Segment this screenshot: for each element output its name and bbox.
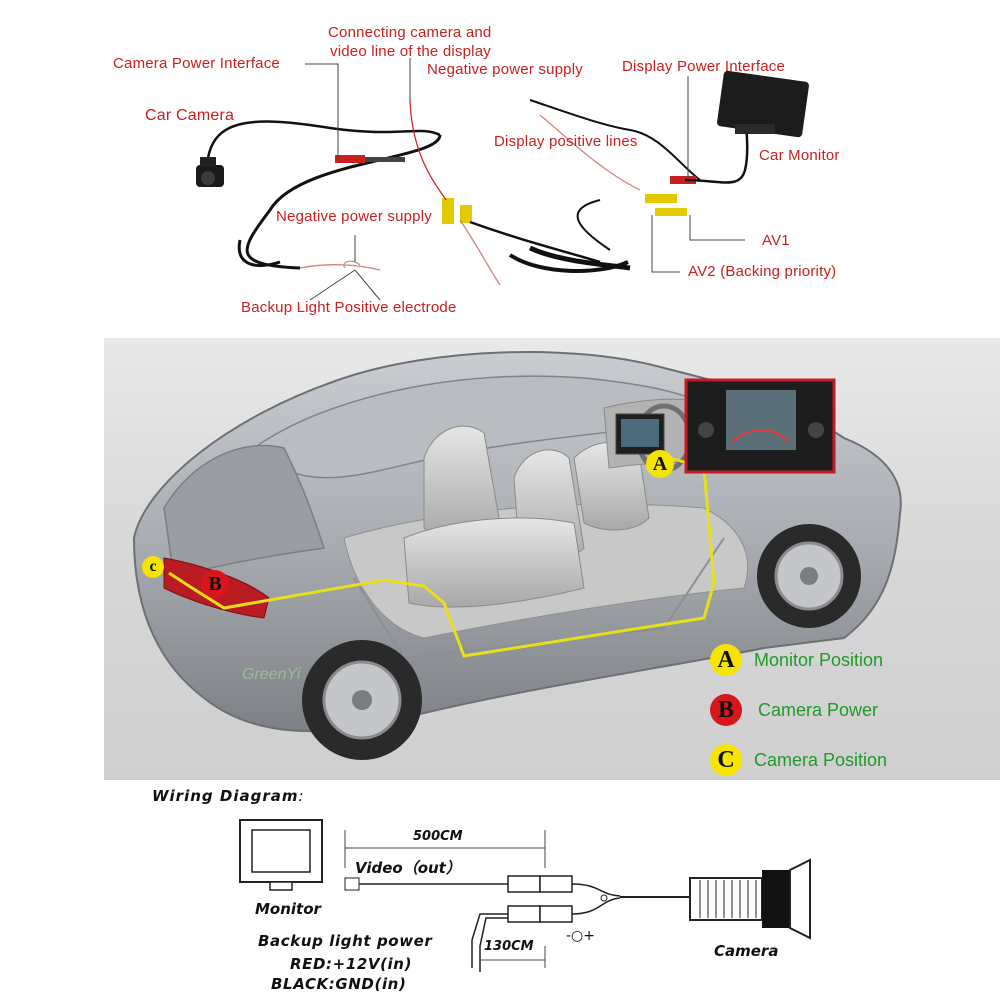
- rear-wheel-icon: [302, 640, 422, 760]
- marker-a: A: [646, 450, 674, 478]
- legend-row-a: A Monitor Position: [710, 644, 883, 676]
- legend-a-icon: A: [710, 644, 742, 676]
- label-negative-power-bottom: Negative power supply: [276, 208, 432, 225]
- marker-c: c: [142, 556, 164, 578]
- watermark-text: GreenYi: [242, 666, 301, 683]
- label-connecting-line2: video line of the display: [330, 43, 491, 60]
- cable-illustration: [196, 58, 809, 301]
- front-wheel-icon: [757, 524, 861, 628]
- wiring-diagram-title: Wiring Diagram:: [152, 787, 305, 805]
- legend-row-b: B Camera Power: [710, 694, 878, 726]
- monitor-icon: [239, 819, 323, 891]
- car-installation-panel: A B c GreenYi: [104, 338, 1000, 780]
- label-display-positive: Display positive lines: [494, 133, 638, 150]
- polarity-symbol: -○+: [566, 928, 595, 944]
- length-500cm: 500CM: [413, 829, 463, 844]
- legend-row-c: C Camera Position: [710, 744, 887, 776]
- camera-label: Camera: [714, 942, 779, 960]
- car-camera-icon: [196, 157, 224, 187]
- label-negative-power-top: Negative power supply: [427, 61, 583, 78]
- dash-monitor-icon: [615, 413, 665, 455]
- backup-light-power-label: Backup light power: [258, 932, 433, 950]
- marker-b: B: [201, 570, 229, 598]
- label-av2: AV2 (Backing priority): [688, 263, 837, 280]
- legend-c-icon: C: [710, 744, 742, 776]
- label-backup-light: Backup Light Positive electrode: [241, 299, 457, 316]
- wiring-schematic: [239, 819, 811, 972]
- car-monitor-icon: [717, 70, 809, 138]
- legend-b-icon: B: [710, 694, 742, 726]
- top-connection-diagram: Connecting camera and video line of the …: [0, 0, 1000, 330]
- label-camera-power-interface: Camera Power Interface: [113, 55, 280, 72]
- camera-body-icon: [689, 858, 811, 940]
- legend-b-label: Camera Power: [758, 699, 879, 720]
- black-wire-label: BLACK:GND(in): [271, 975, 407, 993]
- label-av1: AV1: [762, 232, 790, 249]
- label-connecting-line1: Connecting camera and: [328, 24, 492, 41]
- car-cutaway-illustration: [132, 351, 902, 760]
- label-car-monitor: Car Monitor: [759, 147, 840, 164]
- length-130cm: 130CM: [484, 939, 534, 954]
- label-display-power-interface: Display Power Interface: [622, 58, 786, 75]
- legend-a-label: Monitor Position: [754, 649, 884, 670]
- head-unit-inset-icon: [684, 378, 836, 474]
- red-wire-label: RED:+12V(in): [290, 955, 413, 973]
- label-car-camera: Car Camera: [145, 107, 235, 124]
- legend-c-label: Camera Position: [754, 749, 888, 770]
- video-out-label: Video（out）: [355, 859, 461, 877]
- monitor-label: Monitor: [255, 900, 321, 918]
